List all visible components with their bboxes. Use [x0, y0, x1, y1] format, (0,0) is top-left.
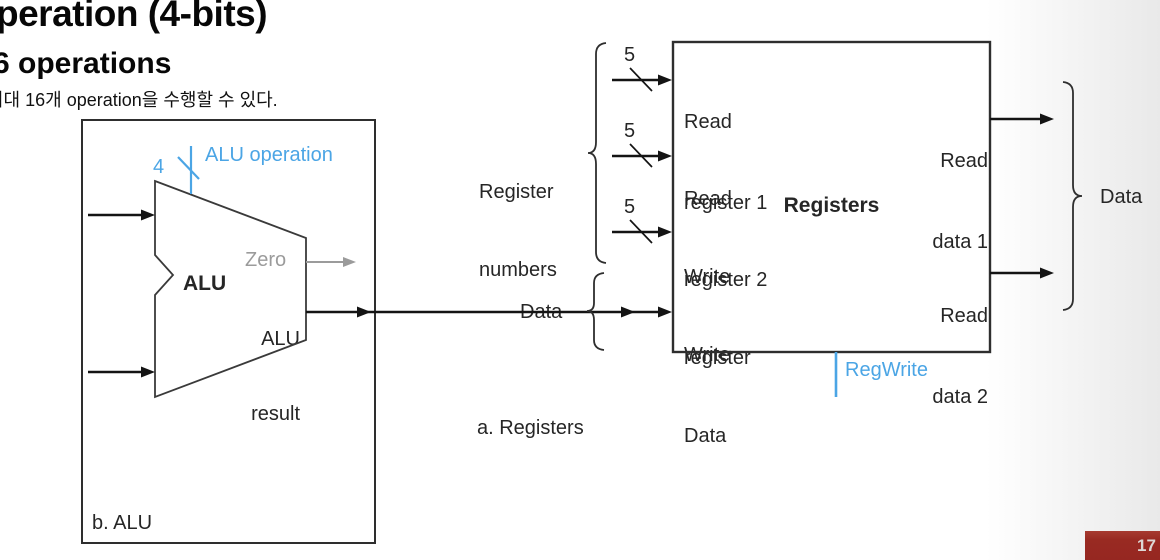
bus-width-label-3: 5: [624, 196, 636, 218]
bus-width-label-1: 5: [624, 44, 636, 66]
register-number-arrows: [612, 67, 672, 244]
alu-input-arrows: [88, 209, 155, 378]
port-write-data: Write Data: [684, 344, 731, 447]
zero-arrow: [306, 257, 356, 267]
alu-figure-caption: b. ALU: [92, 512, 153, 534]
slide-note-korean: 최대 16개 operation을 수행할 수 있다.: [0, 90, 278, 110]
register-numbers-label: Register numbers: [479, 181, 557, 281]
slide-title: peration (4-bits): [0, 0, 268, 34]
register-numbers-brace: [587, 42, 607, 264]
page-number: 17: [1137, 536, 1156, 555]
alu-result-label: ALU result: [251, 328, 300, 425]
alu-op-bus-width-label: 4: [153, 156, 165, 178]
write-data-brace: [586, 272, 605, 351]
data-in-label: Data: [520, 301, 563, 323]
read-data-brace: [1062, 81, 1083, 311]
bus-width-label-2: 5: [624, 120, 636, 142]
slide-subtitle: 6 operations: [0, 47, 172, 80]
alu-zero-label: Zero: [245, 249, 287, 271]
page-number-badge: 17: [1085, 531, 1160, 560]
alu-operation-label: ALU operation: [205, 144, 333, 166]
alu-operation-wire: [177, 146, 200, 194]
port-read-data-2: Read data 2: [932, 305, 988, 408]
data-out-label: Data: [1100, 186, 1143, 208]
read-data-arrows: [990, 113, 1054, 279]
registers-figure-caption: a. Registers: [477, 417, 584, 439]
regwrite-label: RegWrite: [845, 359, 928, 381]
